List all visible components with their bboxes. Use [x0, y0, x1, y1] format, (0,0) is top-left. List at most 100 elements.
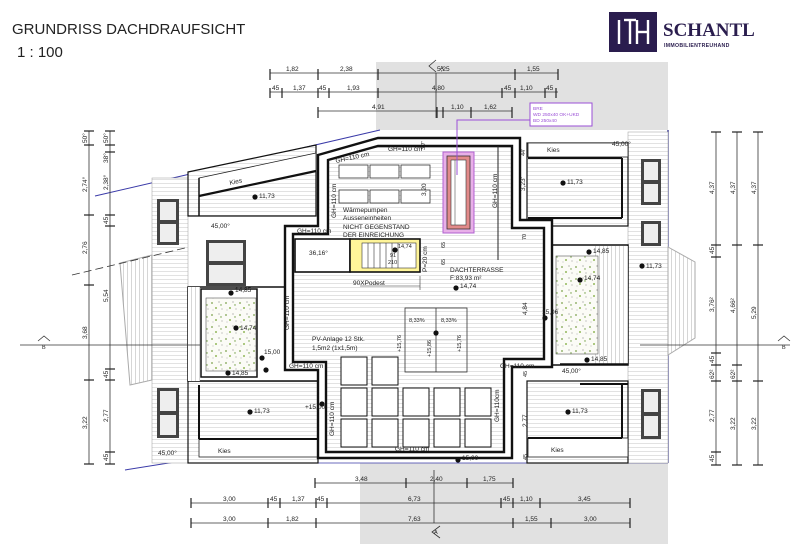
dim-label: 4,66²	[730, 297, 737, 313]
elevation-label: 15,00	[264, 349, 281, 356]
dim-label: 2,74°	[81, 176, 89, 192]
bottom-dimensions: 3,48 2,40 1,75 3,00 45 1,37 45 6,73 45 1…	[190, 470, 631, 539]
heat-pump-label: DER EINREICHUNG	[343, 232, 404, 239]
dim-label: 45	[103, 370, 110, 378]
dim-label: 45	[319, 85, 327, 92]
dim-label: 1,10	[520, 496, 533, 503]
angle-label: 45,00°	[158, 449, 177, 457]
heat-pump-label: Ausseneinheiten	[343, 215, 391, 222]
skylight	[442, 151, 475, 234]
podest-label: 90XPodest	[353, 280, 385, 287]
dim-label: 3,76²	[709, 296, 716, 312]
left-bay	[119, 254, 153, 386]
dim-label: 4,91	[372, 104, 385, 111]
angle-label: 45,00°	[562, 367, 581, 375]
elevation-label: 14,74	[398, 244, 412, 250]
dim-label: 4,37	[751, 181, 758, 194]
dim-label: 3,20	[421, 183, 428, 196]
dim-label: 65	[441, 242, 447, 248]
dim-label: 3,00	[584, 516, 597, 523]
elevation-label: 14,74	[240, 325, 257, 332]
elevation-label: 15,00	[462, 455, 479, 462]
elevation-label: +15,00	[305, 404, 325, 411]
dim-label: 45	[709, 454, 716, 462]
railing-height-label: GH=110cm	[494, 389, 501, 422]
angle-label: 36,16°	[309, 249, 328, 257]
dim-label: 1,10	[520, 85, 533, 92]
dim-label: 45	[270, 496, 278, 503]
dim-label: 1,75	[483, 476, 496, 483]
elevation-label: 11,73	[254, 408, 270, 415]
dim-label: 50°	[102, 133, 110, 143]
dim-label: 3,23'	[520, 177, 527, 191]
railing-height-label: GH=110 cm	[284, 296, 291, 330]
dim-label: 5,29	[751, 306, 758, 319]
dim-label: 2,40	[430, 476, 443, 483]
green-roof-left	[205, 297, 257, 372]
elevation-label: 14,74	[460, 283, 477, 290]
dim-label: 62²	[730, 369, 737, 379]
section-a-top-marker-icon	[428, 59, 437, 73]
dim-label: 2,77	[522, 414, 529, 427]
dim-label: 3,22	[730, 417, 737, 430]
dim-label: 3,00	[223, 496, 236, 503]
dim-label: 45	[546, 85, 554, 92]
ith-logo-mark	[617, 18, 650, 44]
stair-steps	[361, 242, 417, 269]
dim-label: 3,00	[223, 516, 236, 523]
dim-label: 2,77	[709, 409, 716, 422]
annotation-text: BD 250x40	[533, 118, 557, 124]
elevation-label: 14,74	[584, 275, 601, 282]
dim-label: 7,63	[408, 516, 421, 523]
section-b-right-marker-icon: B	[777, 335, 791, 351]
dim-label: 6,73	[408, 496, 421, 503]
dim-label: 44'	[521, 149, 527, 156]
elevation-label: 14,85	[591, 356, 608, 363]
dim-label: 65	[441, 259, 447, 265]
kies-strip-bottom-left	[198, 438, 319, 458]
dim-label: 45	[103, 453, 110, 461]
section-marker-label: A	[434, 530, 438, 536]
kies-label: Kies	[229, 177, 244, 187]
annotation-text: WD 250x40 OK+UKD	[533, 112, 580, 118]
dim-label: 1,10	[451, 104, 464, 111]
ridge-height: +15,76	[457, 335, 463, 352]
dim-label: 3,68	[82, 326, 89, 339]
stair-label: 210	[388, 260, 397, 266]
dim-label: 45	[504, 85, 512, 92]
right-dimensions: 4,37 45 3,76² 45 62² 2,77 45 4,37 4,66² …	[709, 131, 763, 466]
dim-label: 2,76	[82, 241, 89, 254]
railing-height-label: GH=110 cm	[331, 184, 338, 218]
logo-subtitle: IMMOBILIENTREUHAND	[664, 43, 730, 49]
dim-label: 3,7'	[421, 141, 427, 150]
dim-label: 45	[523, 371, 529, 377]
top-dimensions: 1,82 2,38 5,25 1,55 45 1,37 45 1,93 4,80…	[269, 59, 559, 118]
dim-label: 2,77	[103, 409, 110, 422]
dim-label: 45	[317, 496, 325, 503]
pv-label: PV-Anlage 12 Stk.	[312, 336, 365, 343]
dim-label: 50°	[81, 133, 89, 143]
drawing-title: GRUNDRISS DACHDRAUFSICHT	[12, 21, 245, 38]
stair-label: P=20 cm	[422, 246, 429, 272]
dim-label: 1,55	[527, 66, 540, 73]
terrace-name: DACHTERRASSE	[450, 267, 504, 274]
annotation-leader	[456, 119, 530, 175]
annotation-text: BRE	[533, 106, 543, 112]
company-logo: SCHANTL IMMOBILIENTREUHAND	[609, 12, 755, 52]
elevation-label: 11,73	[259, 193, 275, 200]
terrace-area: F:83,93 m²	[450, 275, 482, 282]
railing-height-label: GH=110 cm	[395, 446, 429, 453]
ridge-height: +15,76	[397, 335, 403, 352]
dim-label: 70	[522, 234, 528, 240]
right-bay	[667, 246, 696, 356]
dim-label: 5,54	[103, 289, 110, 302]
dim-label: 38°	[102, 153, 110, 163]
angle-label: 45,00°	[612, 140, 631, 148]
dim-label: 3,22	[82, 416, 89, 429]
section-marker-label: B	[782, 345, 786, 351]
dim-label: 1,55	[525, 516, 538, 523]
kies-strip-bottom-right	[527, 437, 629, 458]
annotation-box: BRE WD 250x40 OK+UKD BD 250x40	[529, 102, 593, 127]
dim-label: 45	[503, 496, 511, 503]
